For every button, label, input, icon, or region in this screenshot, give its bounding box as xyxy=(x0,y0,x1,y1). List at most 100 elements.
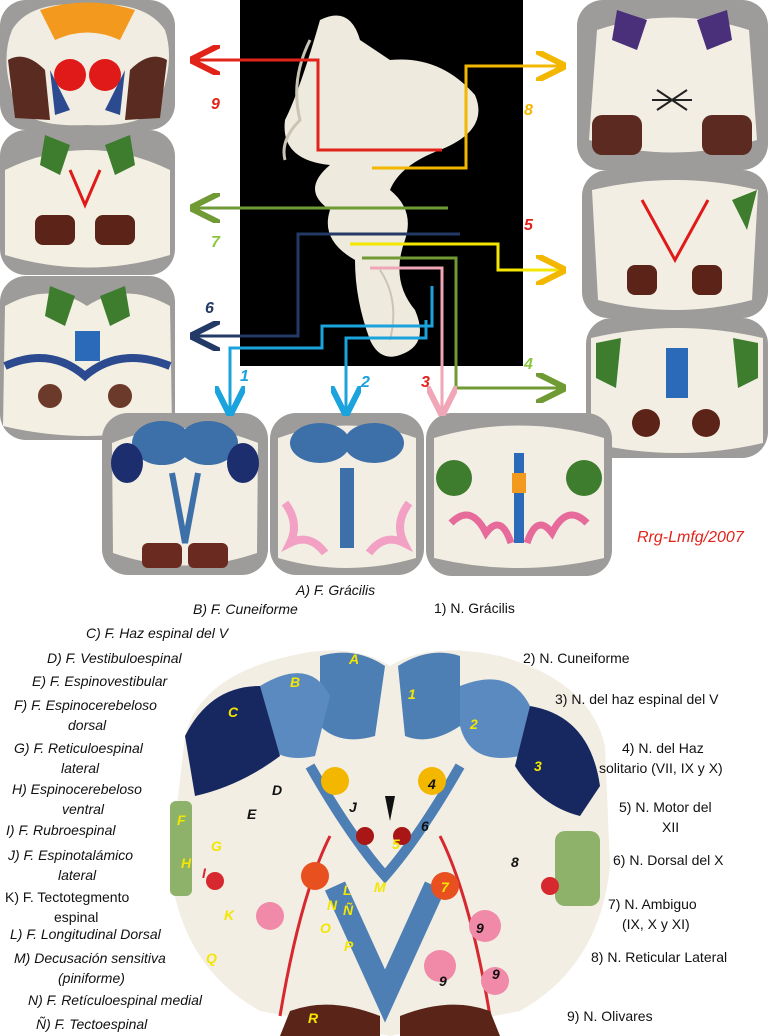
section-letter-P: P xyxy=(344,938,354,954)
legend-J: J) F. Espinotalámico xyxy=(8,847,134,863)
arrow-6 xyxy=(196,232,460,336)
section-letter-J: J xyxy=(349,799,357,815)
section-8-illustration xyxy=(589,10,757,155)
section-letter-Q: Q xyxy=(206,950,217,966)
legend-7-cont: (IX, X y XI) xyxy=(622,916,690,932)
legend-6: 6) N. Dorsal del X xyxy=(613,852,724,868)
arrow-9 xyxy=(196,60,442,152)
legend-I: I) F. Rubroespinal xyxy=(6,822,116,838)
legend-L: L) F. Longitudinal Dorsal xyxy=(10,926,161,942)
legend-1: 1) N. Grácilis xyxy=(434,600,515,616)
section-photo-6 xyxy=(0,276,175,440)
legend-K-cont: espinal xyxy=(54,909,99,925)
arrow-4 xyxy=(362,256,560,388)
section-4-illustration xyxy=(591,328,763,453)
legend-M: M) Decusación sensitiva xyxy=(14,950,166,966)
legend-H-cont: ventral xyxy=(62,801,105,817)
section-2-illustration xyxy=(278,423,416,568)
section-photo-9 xyxy=(0,0,175,130)
legend-G: G) F. Reticuloespinal xyxy=(14,740,143,756)
section-letter-H: H xyxy=(181,855,192,871)
section-letter-C: C xyxy=(228,704,239,720)
legend-enye: Ñ) F. Tectoespinal xyxy=(36,1016,148,1032)
legend-K: K) F. Tectotegmento xyxy=(5,889,130,905)
arrow-2 xyxy=(346,320,428,410)
section-digit-3: 3 xyxy=(534,758,542,774)
section-letter-B: B xyxy=(290,674,301,690)
section-number-4: 4 xyxy=(524,356,533,373)
section-digit-9a: 9 xyxy=(476,920,484,936)
section-number-9: 9 xyxy=(211,96,220,113)
section-letter-N: N xyxy=(327,897,338,913)
section-photo-8 xyxy=(577,0,768,170)
legend-9: 9) N. Olivares xyxy=(567,1008,653,1024)
section-letter-M: M xyxy=(374,879,386,895)
legend-C: C) F. Haz espinal del V xyxy=(86,625,229,641)
section-number-6: 6 xyxy=(205,300,214,317)
legend-B: B) F. Cuneiforme xyxy=(193,601,298,617)
section-letter-O: O xyxy=(320,920,331,936)
section-letter-E: E xyxy=(247,806,257,822)
section-number-5: 5 xyxy=(524,217,533,234)
section-5-illustration xyxy=(592,180,758,310)
arrow-3 xyxy=(370,266,442,410)
legend-8: 8) N. Reticular Lateral xyxy=(591,949,728,965)
legend-4-cont: solitario (VII, IX y X) xyxy=(599,760,723,776)
section-1-illustration xyxy=(111,421,259,568)
section-digit-4: 4 xyxy=(428,776,436,792)
legend-7: 7) N. Ambiguo xyxy=(608,896,697,912)
section-photo-4 xyxy=(586,318,768,458)
legend-J-cont: lateral xyxy=(58,867,97,883)
section-digit-9c: 9 xyxy=(439,973,447,989)
section-letter-A: A xyxy=(349,651,360,667)
legend-M-cont: (piniforme) xyxy=(58,970,125,986)
section-digit-1: 1 xyxy=(408,686,416,702)
arrow-8 xyxy=(372,66,560,170)
section-number-7: 7 xyxy=(211,234,220,251)
legend-F-cont: dorsal xyxy=(68,717,107,733)
section-letter-K: K xyxy=(224,907,235,923)
arrow-1 xyxy=(230,286,434,410)
section-photo-7 xyxy=(0,130,175,275)
legend-H: H) Espinocerebeloso xyxy=(12,781,142,797)
section-letter-R: R xyxy=(308,1010,319,1026)
section-number-3: 3 xyxy=(421,374,430,391)
legend-2: 2) N. Cuneiforme xyxy=(523,650,630,666)
section-number-1: 1 xyxy=(240,368,249,385)
legend-D: D) F. Vestibuloespinal xyxy=(47,650,182,666)
section-digit-5: 5 xyxy=(392,836,400,852)
section-photo-1 xyxy=(102,413,268,575)
author-credit: Rrg-Lmfg/2007 xyxy=(637,529,744,546)
section-letter-L: L xyxy=(343,882,352,898)
legend-E: E) F. Espinovestibular xyxy=(32,673,168,689)
arrow-5 xyxy=(350,242,560,270)
section-letter-F: F xyxy=(177,812,186,828)
legend-5-cont: XII xyxy=(662,819,680,835)
section-digit-9b: 9 xyxy=(492,966,500,982)
section-6-illustration xyxy=(3,286,172,436)
legend-F: F) F. Espinocerebeloso xyxy=(14,697,157,713)
section-letter-D: D xyxy=(272,782,283,798)
section-digit-7: 7 xyxy=(441,879,449,895)
section-photo-3 xyxy=(426,413,612,576)
section-digit-8: 8 xyxy=(511,854,519,870)
legend-G-cont: lateral xyxy=(61,760,100,776)
legend-A: A) F. Grácilis xyxy=(296,582,376,598)
section-letter-enye: Ñ xyxy=(343,902,354,918)
legend-3: 3) N. del haz espinal del V xyxy=(555,691,719,707)
medulla-cross-section xyxy=(170,650,610,1036)
section-9-illustration xyxy=(6,2,170,126)
legend-5: 5) N. Motor del xyxy=(619,799,712,815)
section-letter-I: I xyxy=(202,865,206,881)
section-7-illustration xyxy=(5,135,170,268)
section-letter-G: G xyxy=(211,838,222,854)
section-3-illustration xyxy=(434,425,604,568)
section-number-2: 2 xyxy=(361,374,370,391)
connector-lines xyxy=(0,0,768,600)
section-digit-2: 2 xyxy=(470,716,478,732)
section-number-8: 8 xyxy=(524,102,533,119)
section-photo-2 xyxy=(270,413,424,575)
section-photo-5 xyxy=(582,170,768,318)
legend-N: N) F. Retículoespinal medial xyxy=(28,992,203,1008)
section-digit-6: 6 xyxy=(421,818,429,834)
